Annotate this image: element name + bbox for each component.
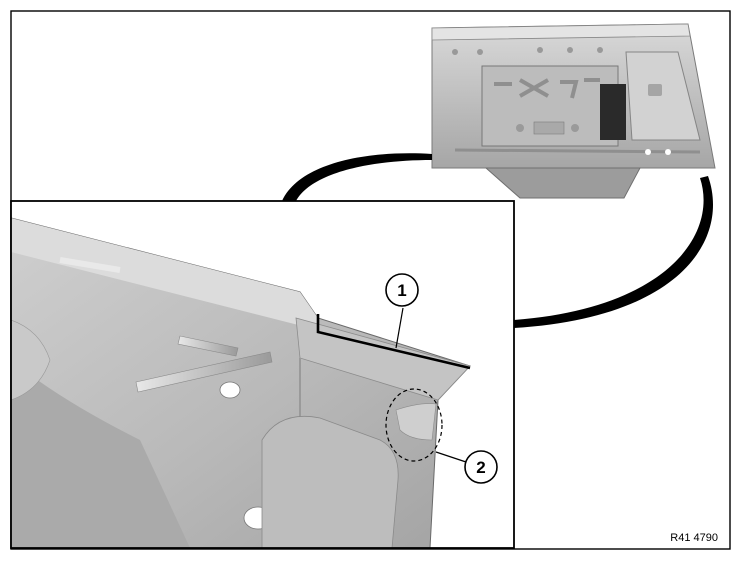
overview-trunk-floor-illustration: [431, 23, 716, 199]
highlight-ellipse: [385, 388, 443, 462]
callout-2-label: 2: [476, 458, 485, 477]
cut-edge-line: [316, 314, 471, 370]
callout-1: 1: [385, 273, 419, 349]
callout-2: 2: [385, 388, 498, 484]
detail-view: [11, 201, 514, 548]
reference-code: R41 4790: [670, 532, 718, 544]
detail-frame: [10, 200, 515, 549]
callout-1-label: 1: [397, 281, 406, 300]
pointer-band-upper: [282, 153, 432, 201]
